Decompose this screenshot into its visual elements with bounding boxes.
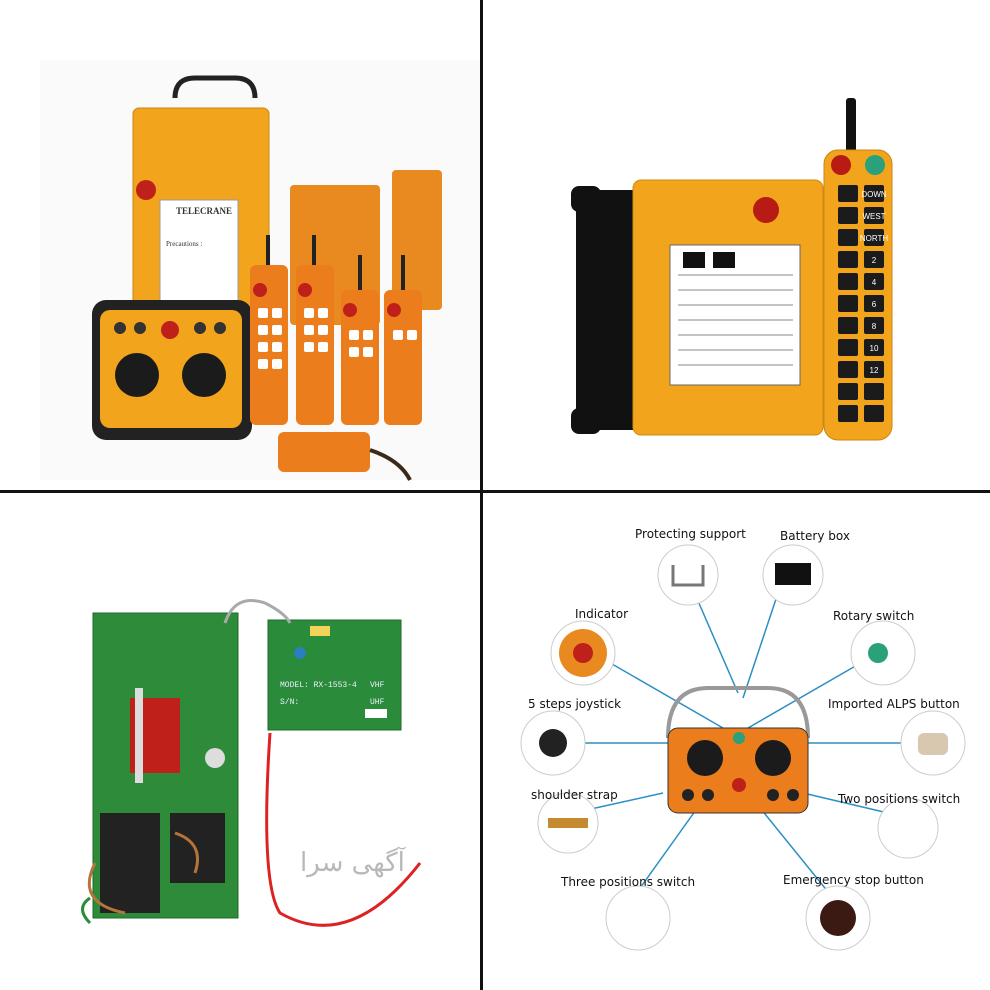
precautions-text: Precautions : (166, 240, 203, 248)
receiver-box-large (132, 75, 270, 319)
keypad-button (838, 339, 858, 356)
label-alps-button: Imported ALPS button (828, 697, 960, 711)
label-joystick: 5 steps joystick (528, 697, 622, 711)
keypad-button (864, 295, 884, 312)
keypad-button (838, 361, 858, 378)
product-family-photo: TELECRANE Precautions : (0, 0, 480, 490)
handheld-transmitters (250, 235, 422, 425)
pcb-vhf-text: VHF (370, 681, 385, 690)
pcb-model-text: MODEL: RX-1553-4 (280, 681, 357, 690)
keypad-button (864, 229, 884, 246)
label-shoulder-strap: shoulder strap (531, 788, 618, 802)
pcb-sn-text: S/N: (280, 698, 300, 707)
keypad-button (864, 207, 884, 224)
keypad-button (838, 405, 858, 422)
joystick-transmitter (92, 300, 252, 440)
joystick-controller (666, 686, 810, 814)
receiver-box (571, 179, 824, 436)
keypad-button (838, 251, 858, 268)
keypad-key-label: 10 (870, 344, 879, 353)
circuit-board-photo: MODEL: RX-1553-4 S/N: VHF UHF آگهی سرا (0, 493, 480, 990)
keypad-key-label: 6 (872, 300, 877, 309)
tall-transmitter-keys: DOWN WEST NORTH 2 4 6 8 10 12 (838, 185, 888, 422)
label-battery-box: Battery box (780, 529, 850, 543)
keypad-button (838, 207, 858, 224)
keypad-key-label: 4 (872, 278, 877, 287)
keypad-button (864, 339, 884, 356)
vertical-divider (480, 0, 483, 990)
keypad-key-label: 12 (870, 366, 879, 375)
label-emergency-stop-button: Emergency stop button (783, 873, 924, 887)
keypad-button (838, 383, 858, 400)
main-pcb (87, 612, 239, 919)
watermark: آگهی سرا (300, 848, 405, 878)
label-protecting-support: Protecting support (635, 527, 746, 541)
radio-module-pcb (267, 619, 402, 731)
keypad-button (864, 273, 884, 290)
label-indicator: Indicator (575, 607, 629, 621)
keypad-key-label: 2 (872, 256, 877, 265)
keypad-button (864, 361, 884, 378)
horizontal-divider (0, 490, 990, 493)
keypad-button (838, 317, 858, 334)
keypad-button (864, 317, 884, 334)
keypad-key-label: WEST (862, 212, 885, 221)
keypad-button (838, 229, 858, 246)
keypad-button (864, 405, 884, 422)
receiver-and-transmitter-photo: DOWN WEST NORTH 2 4 6 8 10 12 (483, 0, 990, 490)
label-two-positions-switch: Two positions switch (838, 792, 961, 806)
label-rotary-switch: Rotary switch (833, 609, 915, 623)
joystick-callout-diagram: Protecting support Battery box Indicator… (483, 493, 990, 990)
keypad-button (838, 273, 858, 290)
keypad-button (838, 295, 858, 312)
keypad-button (838, 185, 858, 202)
keypad-key-label: 8 (872, 322, 877, 331)
keypad-button (864, 185, 884, 202)
keypad-key-label: DOWN (861, 190, 887, 199)
telecrane-logo-text: TELECRANE (176, 206, 233, 216)
keypad-button (864, 383, 884, 400)
pcb-uhf-text: UHF (370, 698, 385, 707)
label-three-positions-switch: Three positions switch (561, 875, 696, 889)
keypad-button (864, 251, 884, 268)
keypad-key-label: NORTH (860, 234, 889, 243)
